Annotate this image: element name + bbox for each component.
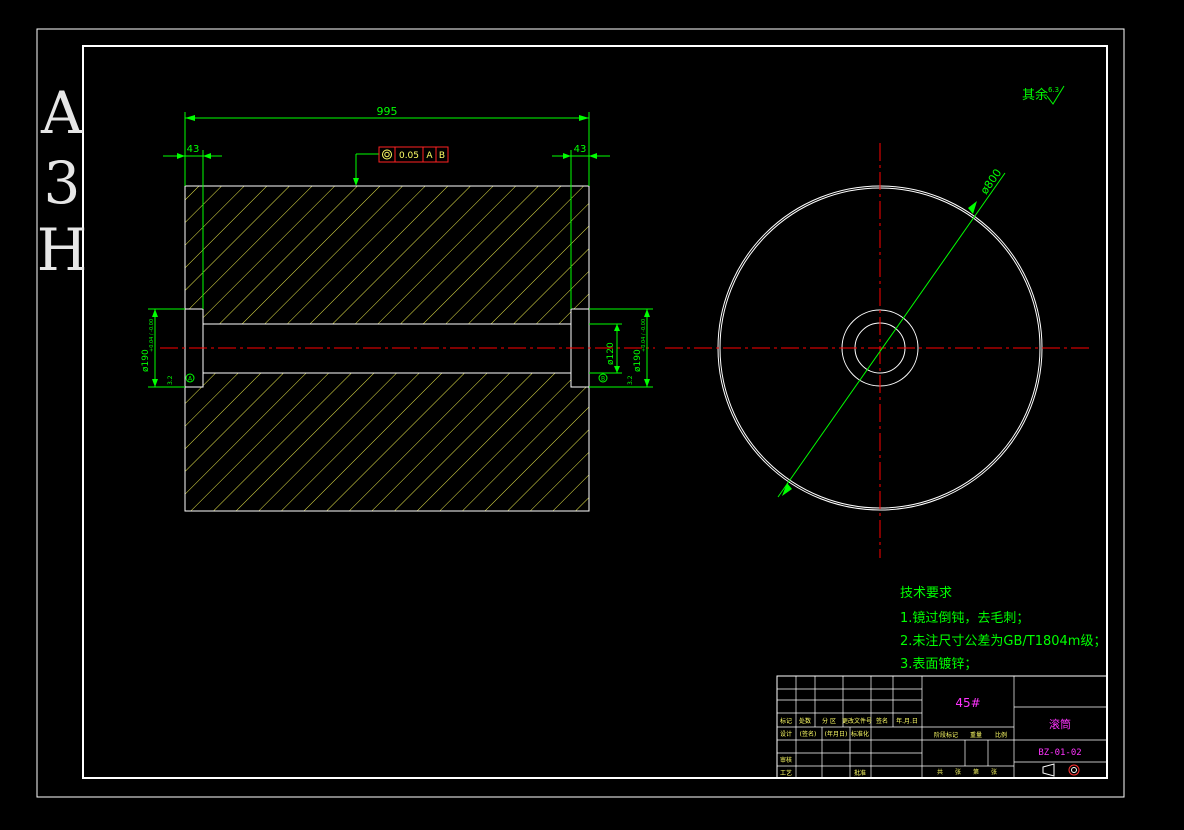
datum-left-label: A <box>188 376 193 383</box>
title-block-approve-label: 批准 <box>854 769 866 777</box>
title-block-drawing-no: BZ-01-02 <box>1038 748 1081 758</box>
front-view: 995 43 43 0.05 A B <box>141 105 655 512</box>
dim-left-bore: ø190 <box>141 349 151 372</box>
roller-section-lower <box>184 372 590 512</box>
tolerance-value: 0.05 <box>399 151 419 161</box>
dim-left-bore-tol: +0.04 / -0.00 <box>149 319 155 352</box>
title-block-sign-label: (签名) <box>800 730 817 738</box>
tolerance-datum-a: A <box>426 151 433 161</box>
arrow-icon <box>152 379 158 387</box>
dim-shaft: ø120 <box>606 342 616 365</box>
title-block-row-label: 更改文件号 <box>842 717 872 725</box>
dim-right-bore-tol: +0.04 / -0.00 <box>641 319 647 352</box>
dim-side-diameter: ø800 <box>978 167 1005 197</box>
arrow-icon <box>782 483 792 496</box>
arrow-icon <box>152 309 158 317</box>
side-view: ø800 <box>665 143 1090 558</box>
title-block: 标记 处数 分 区 更改文件号 签名 年.月.日 设计 (签名) (年月日) 标… <box>776 675 1108 779</box>
arrow-icon <box>563 153 571 159</box>
arrow-icon <box>579 115 589 121</box>
title-block-row-label: 分 区 <box>822 717 836 725</box>
left-small-roughness: 3.2 <box>167 375 174 385</box>
roughness-note: 其余 6.3 <box>1022 85 1065 105</box>
title-block-weight-label: 重量 <box>970 731 982 739</box>
tech-requirement-item: 2.未注尺寸公差为GB/T1804m级； <box>900 634 1106 649</box>
tech-requirements-title: 技术要求 <box>900 586 952 601</box>
format-letter-3: 3 <box>44 149 81 217</box>
arrow-icon <box>644 309 650 317</box>
title-block-check-label: 审核 <box>780 756 792 764</box>
title-block-row-label: 处数 <box>799 717 811 725</box>
arrow-icon <box>614 324 620 331</box>
dim-right-bore: ø190 <box>633 349 643 372</box>
format-letter-a: A <box>40 79 84 147</box>
arrow-icon <box>177 153 185 159</box>
arrow-icon <box>644 379 650 387</box>
title-block-date-label: (年月日) <box>825 730 848 738</box>
arrow-icon <box>968 201 977 214</box>
title-block-sheet-label: 共 <box>937 768 943 776</box>
title-block-part-name: 滚筒 <box>1049 717 1071 731</box>
title-block-scale-label: 比例 <box>995 731 1007 739</box>
outer-frame <box>36 28 1125 798</box>
arrow-icon <box>185 115 195 121</box>
format-letter-h: H <box>37 216 88 284</box>
dim-left-step: 43 <box>187 144 200 155</box>
projection-symbol-icon <box>1042 763 1080 777</box>
title-block-row-label: 年.月.日 <box>896 717 918 725</box>
arrow-icon <box>353 178 359 186</box>
roller-section-upper <box>184 185 590 325</box>
roughness-note-text: 其余 <box>1022 87 1048 103</box>
tech-requirement-item: 1.镜过倒钝，去毛刺； <box>900 611 1029 626</box>
title-block-standard-label: 标准化 <box>851 730 869 738</box>
tech-requirements: 技术要求 1.镜过倒钝，去毛刺； 2.未注尺寸公差为GB/T1804m级； 3.… <box>900 586 1106 672</box>
title-block-row-label: 标记 <box>780 717 792 725</box>
tolerance-datum-b: B <box>439 151 445 161</box>
title-block-sheet-label: 张 <box>991 768 997 776</box>
concentricity-icon <box>384 151 390 158</box>
dim-diameter-line <box>777 172 1006 498</box>
datum-a-marker <box>185 373 195 383</box>
datum-b-marker <box>598 373 608 383</box>
title-block-sheet-label: 张 <box>955 768 961 776</box>
datum-right-label: B <box>601 376 605 383</box>
arrow-icon <box>614 366 620 373</box>
tolerance-frame: 0.05 A B <box>378 146 449 163</box>
right-small-roughness: 3.2 <box>627 375 634 385</box>
arrow-icon <box>203 153 211 159</box>
title-block-design-label: 设计 <box>780 730 792 738</box>
title-block-process-label: 工艺 <box>780 769 792 777</box>
roughness-note-value: 6.3 <box>1048 86 1059 94</box>
inner-frame <box>82 45 1108 779</box>
title-block-row-label: 签名 <box>876 717 888 725</box>
tech-requirement-item: 3.表面镀锌； <box>900 656 977 672</box>
dim-overall-length: 995 <box>377 105 398 118</box>
roughness-symbol-icon <box>1046 85 1065 105</box>
title-block-stage-label: 阶段标记 <box>934 731 958 739</box>
title-block-sheet-label: 第 <box>973 768 979 776</box>
arrow-icon <box>589 153 597 159</box>
format-label: A 3 H <box>37 79 88 284</box>
concentricity-icon <box>382 149 392 160</box>
title-block-material: 45# <box>955 696 980 710</box>
dim-right-step: 43 <box>574 144 587 155</box>
